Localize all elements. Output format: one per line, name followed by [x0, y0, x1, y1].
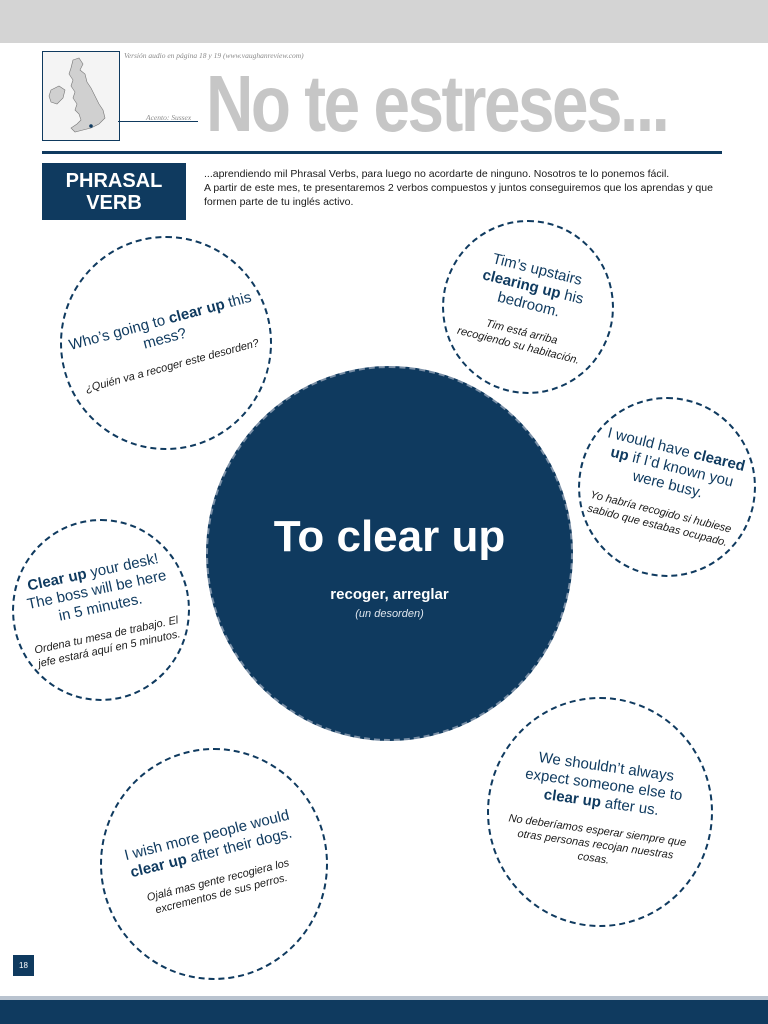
intro-line-2: A partir de este mes, te presentaremos 2…	[204, 182, 713, 208]
example-bubble-2: Tim’s upstairs clearing up his bedroom. …	[442, 220, 614, 394]
example-5-english: We shouldn’t always expect someone else …	[524, 749, 684, 820]
example-bubble-4: Clear up your desk! The boss will be her…	[12, 519, 190, 701]
example-1-english: Who’s going to clear up this mess?	[67, 288, 254, 354]
accent-note: Acento: Sussex	[146, 113, 192, 122]
phrasal-verb-label-line1: PHRASAL	[65, 169, 163, 192]
intro-text: ...aprendiendo mil Phrasal Verbs, para l…	[204, 167, 724, 209]
accent-pointer-line	[118, 121, 198, 122]
example-5-spanish: No deberíamos esperar siempre que otras …	[507, 812, 687, 867]
example-bubble-6: I wish more people would clear up after …	[100, 748, 328, 980]
example-bubble-1: Who’s going to clear up this mess? ¿Quié…	[60, 236, 272, 450]
uk-map-icon	[43, 52, 119, 140]
uk-map-image	[42, 51, 120, 141]
phrasal-verb-label-line2: VERB	[86, 191, 142, 214]
bottom-accent-line	[0, 996, 768, 1000]
page-title: No te estreses...	[206, 59, 670, 148]
top-bar	[0, 0, 768, 43]
bottom-bar	[0, 1000, 768, 1024]
center-verb-note: (un desorden)	[355, 608, 424, 620]
page-number: 18	[13, 955, 34, 976]
center-verb-translation: recoger, arreglar	[330, 586, 449, 603]
audio-version-note: Versión audio en página 18 y 19 (www.vau…	[124, 51, 304, 60]
example-bubble-5: We shouldn’t always expect someone else …	[487, 697, 713, 927]
intro-line-1: ...aprendiendo mil Phrasal Verbs, para l…	[204, 168, 670, 180]
example-1-verb: clear up	[166, 295, 227, 328]
title-divider	[42, 151, 722, 154]
phrasal-verb-label: PHRASAL VERB	[42, 163, 186, 220]
center-verb-title: To clear up	[273, 512, 506, 561]
example-bubble-3: I would have cleared up if I’d known you…	[578, 397, 756, 577]
center-verb-circle: To clear up recoger, arreglar (un desord…	[206, 366, 573, 741]
